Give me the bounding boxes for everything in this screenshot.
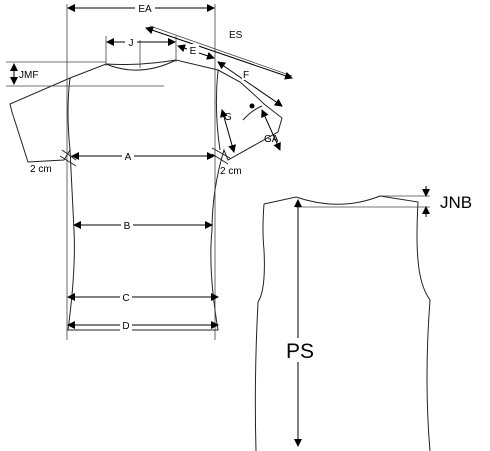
guide-es-extension: [149, 25, 293, 77]
dimension-arrows: [10, 4, 293, 329]
arrow-g: [220, 109, 236, 153]
label-f: F: [243, 70, 249, 81]
right-armhole: [215, 69, 221, 151]
back-outline: [254, 195, 431, 451]
sleeve-angle-arc: [242, 105, 263, 121]
label-c: C: [122, 293, 129, 304]
label-j: J: [129, 38, 134, 49]
label-ps: PS: [286, 340, 314, 363]
label-jnb: JNB: [440, 193, 472, 212]
label-a: A: [125, 152, 132, 163]
arrow-f: [217, 61, 283, 107]
label-e: E: [190, 46, 197, 57]
label-ea: EA: [138, 4, 152, 15]
sleeve-angle-dot: [249, 103, 255, 109]
left-armhole: [67, 77, 71, 151]
label-es: ES: [229, 30, 243, 41]
label-jmf: JMF: [19, 70, 38, 81]
label-ga: GA: [264, 134, 279, 145]
collar-back-line: [105, 59, 177, 65]
label-2cm-left: 2 cm: [30, 164, 52, 175]
label-g: G: [224, 112, 232, 123]
arrow-ga: [261, 109, 281, 151]
dimension-labels: EA J ES E JMF F G GA A B C D 2 cm 2 cm: [18, 2, 279, 332]
back-panel: JNB PS: [254, 186, 472, 451]
label-b: B: [124, 221, 131, 232]
front-outline: [9, 59, 283, 331]
label-d: D: [122, 321, 129, 332]
label-2cm-right: 2 cm: [220, 166, 242, 177]
